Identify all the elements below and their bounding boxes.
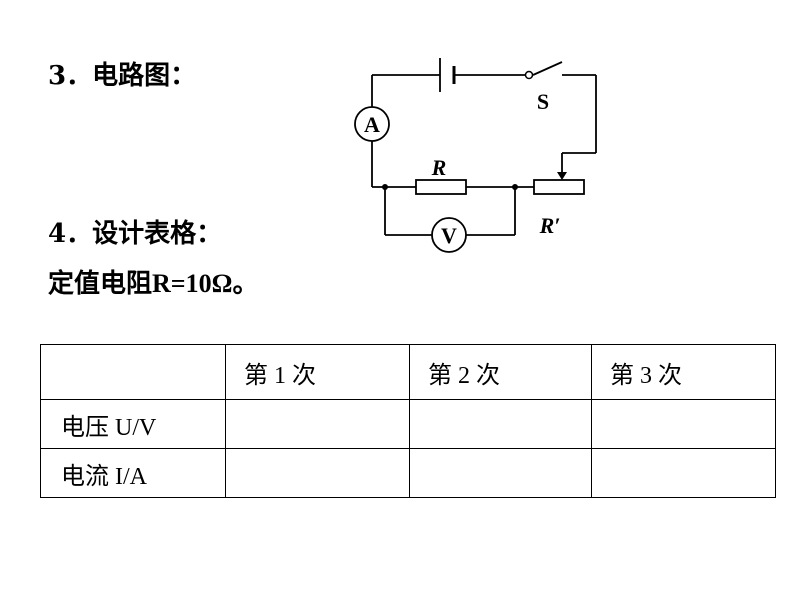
- header-cell-trial-3: 第 3 次: [591, 344, 776, 400]
- junction-right: [512, 184, 518, 190]
- rheostat-label: R′: [539, 213, 561, 238]
- junction-left: [382, 184, 388, 190]
- circuit-diagram-heading: 3．电路图：: [48, 61, 197, 91]
- row-label-current: 电流 I/A: [40, 448, 226, 498]
- note-prefix: 定值电阻: [48, 269, 153, 299]
- header-cell-trial-1: 第 1 次: [225, 344, 410, 400]
- rheostat-slider-arrow: [557, 172, 567, 180]
- fixed-resistor-note: 定值电阻R=10Ω。: [48, 268, 258, 300]
- switch-contact: [524, 70, 534, 80]
- table-cell: [591, 448, 776, 498]
- table-row-current: 电流 I/A: [40, 448, 776, 498]
- table-row-voltage: 电压 U/V: [40, 399, 776, 449]
- resistor-label: R: [431, 155, 447, 180]
- header-cell-trial-2: 第 2 次: [409, 344, 592, 400]
- table-cell: [225, 448, 410, 498]
- switch-blade: [532, 61, 563, 76]
- resistance-value: R=10Ω: [152, 269, 233, 298]
- ammeter-label: A: [364, 112, 380, 137]
- table-cell: [409, 399, 592, 449]
- rheostat: [533, 179, 585, 195]
- header-cell-corner: [40, 344, 226, 400]
- switch-label: S: [537, 89, 549, 114]
- resistor-r: [415, 179, 467, 195]
- table-design-heading: 4．设计表格：: [48, 219, 223, 249]
- voltmeter-symbol: [431, 217, 467, 253]
- table-cell: [409, 448, 592, 498]
- table-header-row: 第 1 次 第 2 次 第 3 次: [40, 344, 776, 400]
- note-suffix: 。: [232, 269, 259, 299]
- voltmeter-label: V: [441, 223, 457, 248]
- table-cell: [225, 399, 410, 449]
- data-table: 第 1 次 第 2 次 第 3 次 电压 U/V 电流 I/A: [40, 344, 776, 498]
- table-cell: [591, 399, 776, 449]
- circuit-diagram: A V S R R′: [354, 58, 597, 253]
- ammeter-symbol: [354, 106, 390, 142]
- row-label-voltage: 电压 U/V: [40, 399, 226, 449]
